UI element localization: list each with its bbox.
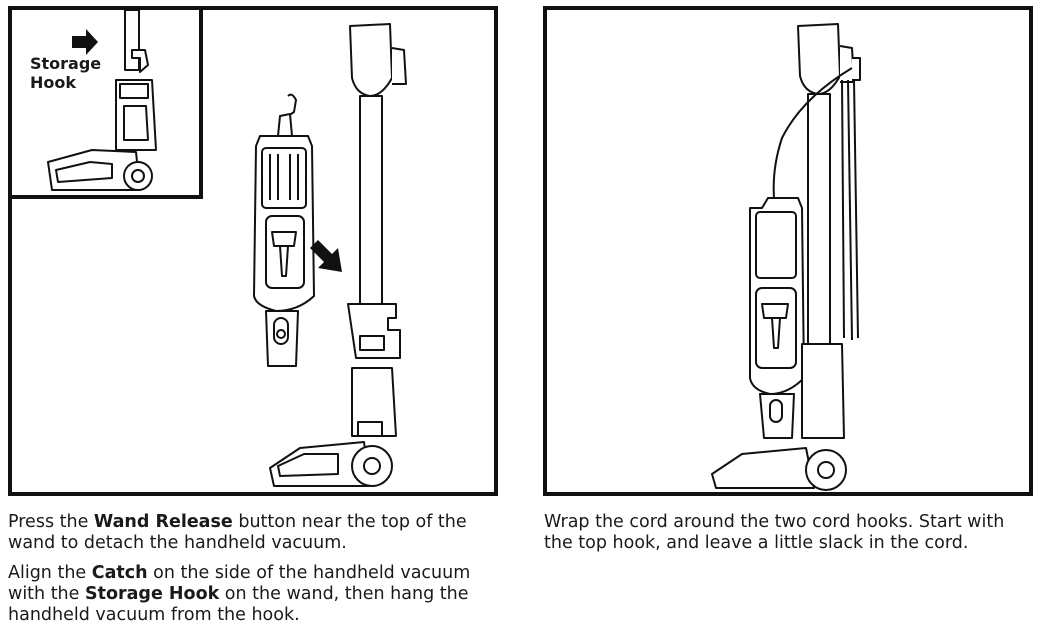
text-segment: on the wand, then hang the handheld vacu…: [8, 584, 469, 625]
storage-hook-term: Storage Hook: [84, 584, 220, 604]
text-segment: Press the: [8, 512, 94, 532]
stick-vacuum-drawing: [269, 23, 407, 487]
arrow-diagonal-icon: [310, 240, 342, 272]
handheld-vacuum-drawing: [253, 93, 315, 367]
caption-left: Press the Wand Release button near the t…: [8, 512, 508, 635]
illustration-panel-cord-wrap: [543, 6, 1033, 496]
caption-left-paragraph-1: Press the Wand Release button near the t…: [8, 512, 508, 554]
text-segment: Align the: [8, 563, 92, 583]
text-segment: button near the top of the wand to detac…: [8, 512, 467, 553]
storage-hook-label: Storage Hook: [30, 54, 101, 92]
caption-left-paragraph-2: Align the Catch on the side of the handh…: [8, 563, 508, 626]
stored-vacuum-drawing: [711, 23, 861, 491]
storage-hook-inset: Storage Hook: [12, 9, 203, 199]
illustration-panel-detach: Storage Hook: [8, 6, 498, 496]
inset-arrow-icon: [72, 29, 98, 55]
inset-vacuum-drawing: [47, 9, 157, 191]
hook-label-line2: Hook: [30, 73, 77, 92]
caption-right: Wrap the cord around the two cord hooks.…: [544, 512, 1024, 563]
catch-term: Catch: [91, 563, 148, 583]
caption-right-paragraph: Wrap the cord around the two cord hooks.…: [544, 512, 1005, 553]
text-segment: on the side of the handheld vacuum with …: [8, 563, 471, 604]
storage-label-line1: Storage: [30, 54, 102, 73]
wand-release-term: Wand Release: [93, 512, 233, 532]
